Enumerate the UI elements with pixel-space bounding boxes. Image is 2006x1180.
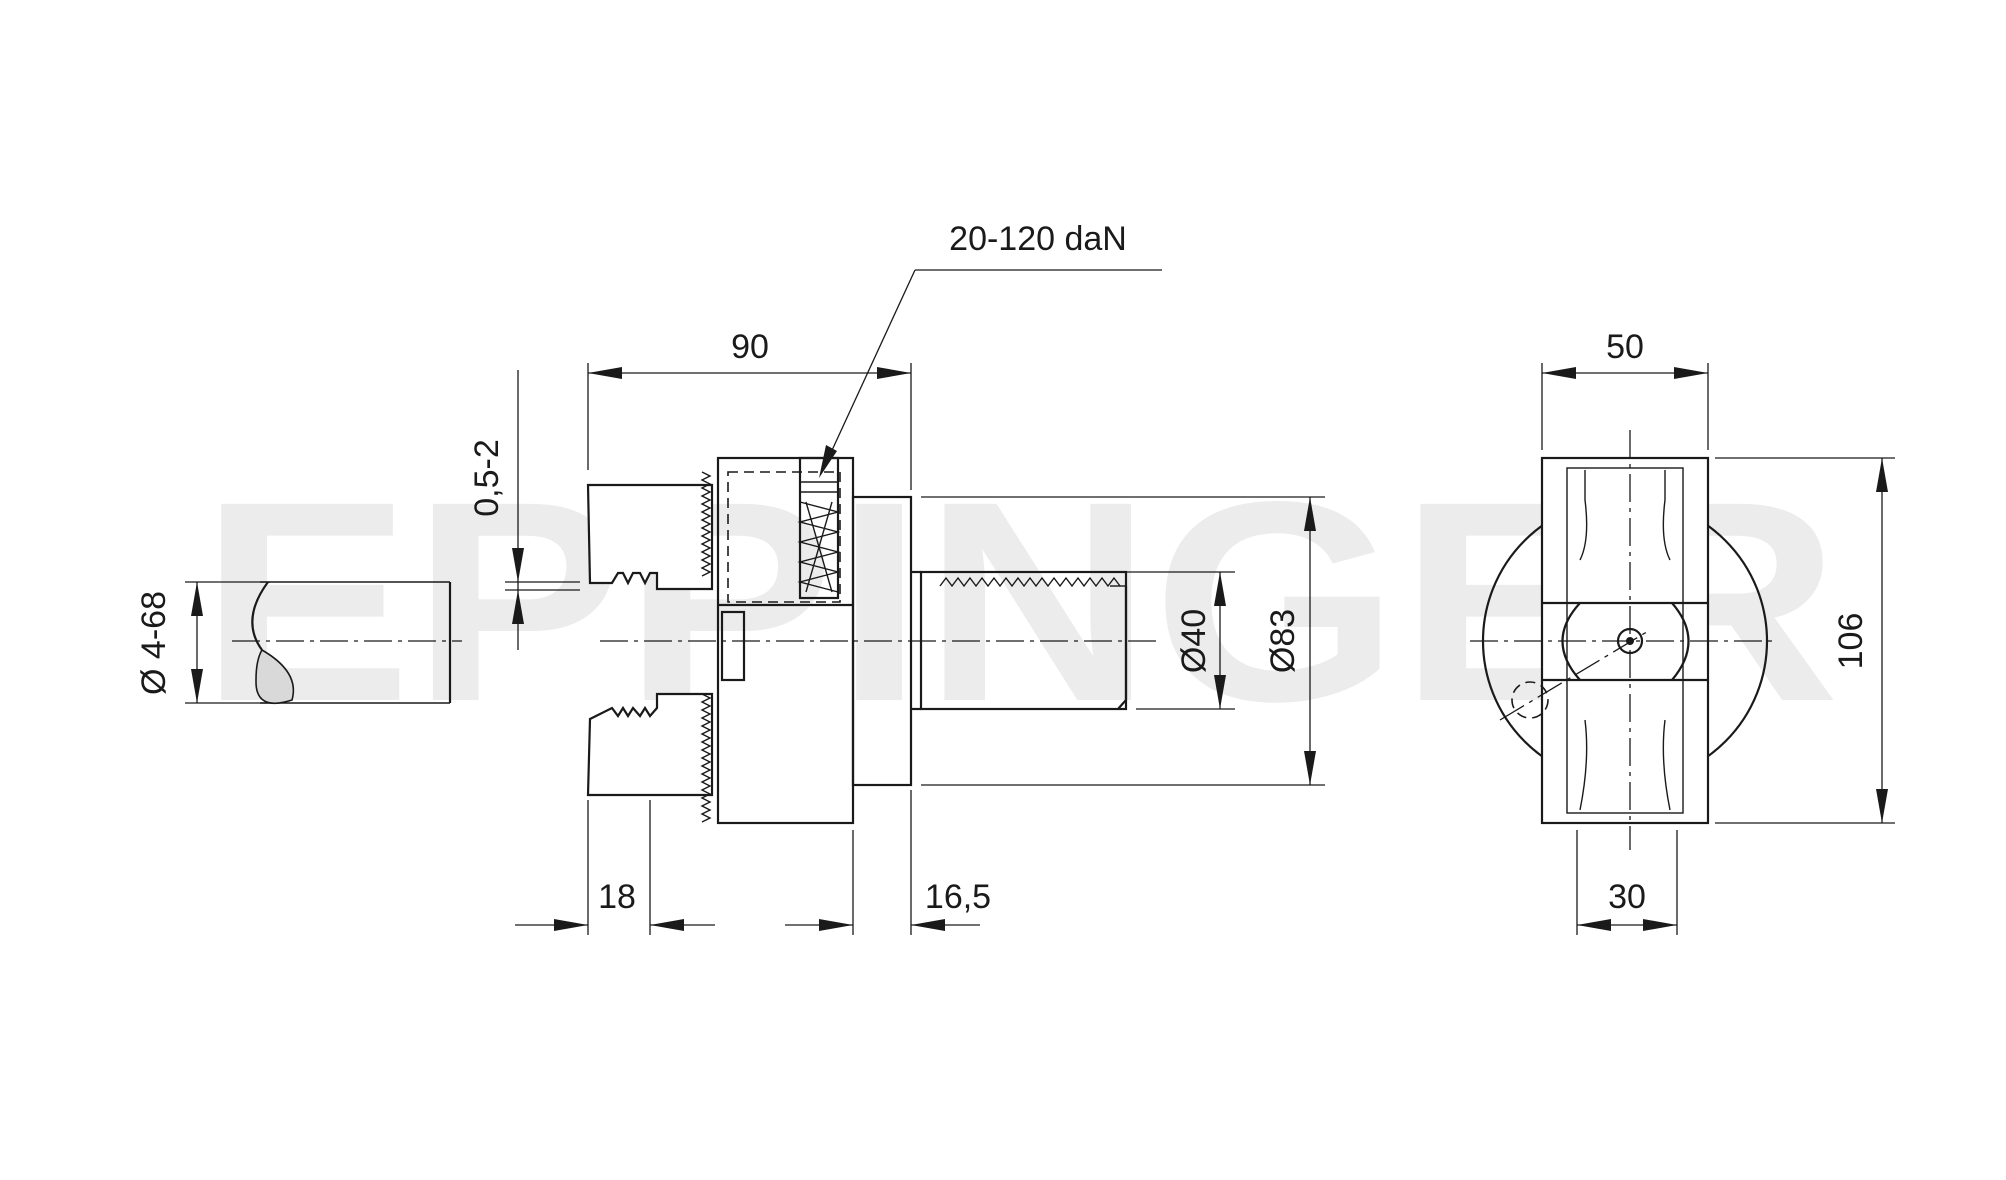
dimension-30: 30 [1576,830,1678,935]
dimension-90-label: 90 [731,328,769,366]
dimension-0-5-2-label: 0,5-2 [468,439,506,517]
dimension-force: 20-120 daN [819,220,1162,478]
dimension-30-label: 30 [1608,878,1646,916]
workpiece-section-hatch [255,648,295,705]
dimension-50: 50 [1541,328,1709,450]
dimension-diameter-83: Ø83 [921,496,1325,786]
dimension-diameter-40-label: Ø40 [1175,609,1213,673]
dimension-0-5-2: 0,5-2 [468,370,580,650]
dimension-106: 106 [1715,457,1895,824]
workpiece [232,581,462,705]
tool-holder-front-view [1470,430,1775,850]
dimension-16-5: 16,5 [785,790,991,935]
dimension-106-label: 106 [1832,613,1870,670]
dimension-diameter-4-68-label: Ø 4-68 [135,591,173,695]
dimension-diameter-83-label: Ø83 [1264,609,1302,673]
force-label: 20-120 daN [949,220,1127,258]
dimension-diameter-4-68: Ø 4-68 [135,581,270,704]
dimension-18-label: 18 [598,878,636,916]
tool-holder-side-view [586,456,1160,825]
dimension-90: 90 [587,328,912,490]
dimension-18: 18 [515,800,715,935]
dimension-16-5-label: 16,5 [925,878,991,916]
dimension-50-label: 50 [1606,328,1644,366]
dimension-diameter-40: Ø40 [940,571,1235,710]
